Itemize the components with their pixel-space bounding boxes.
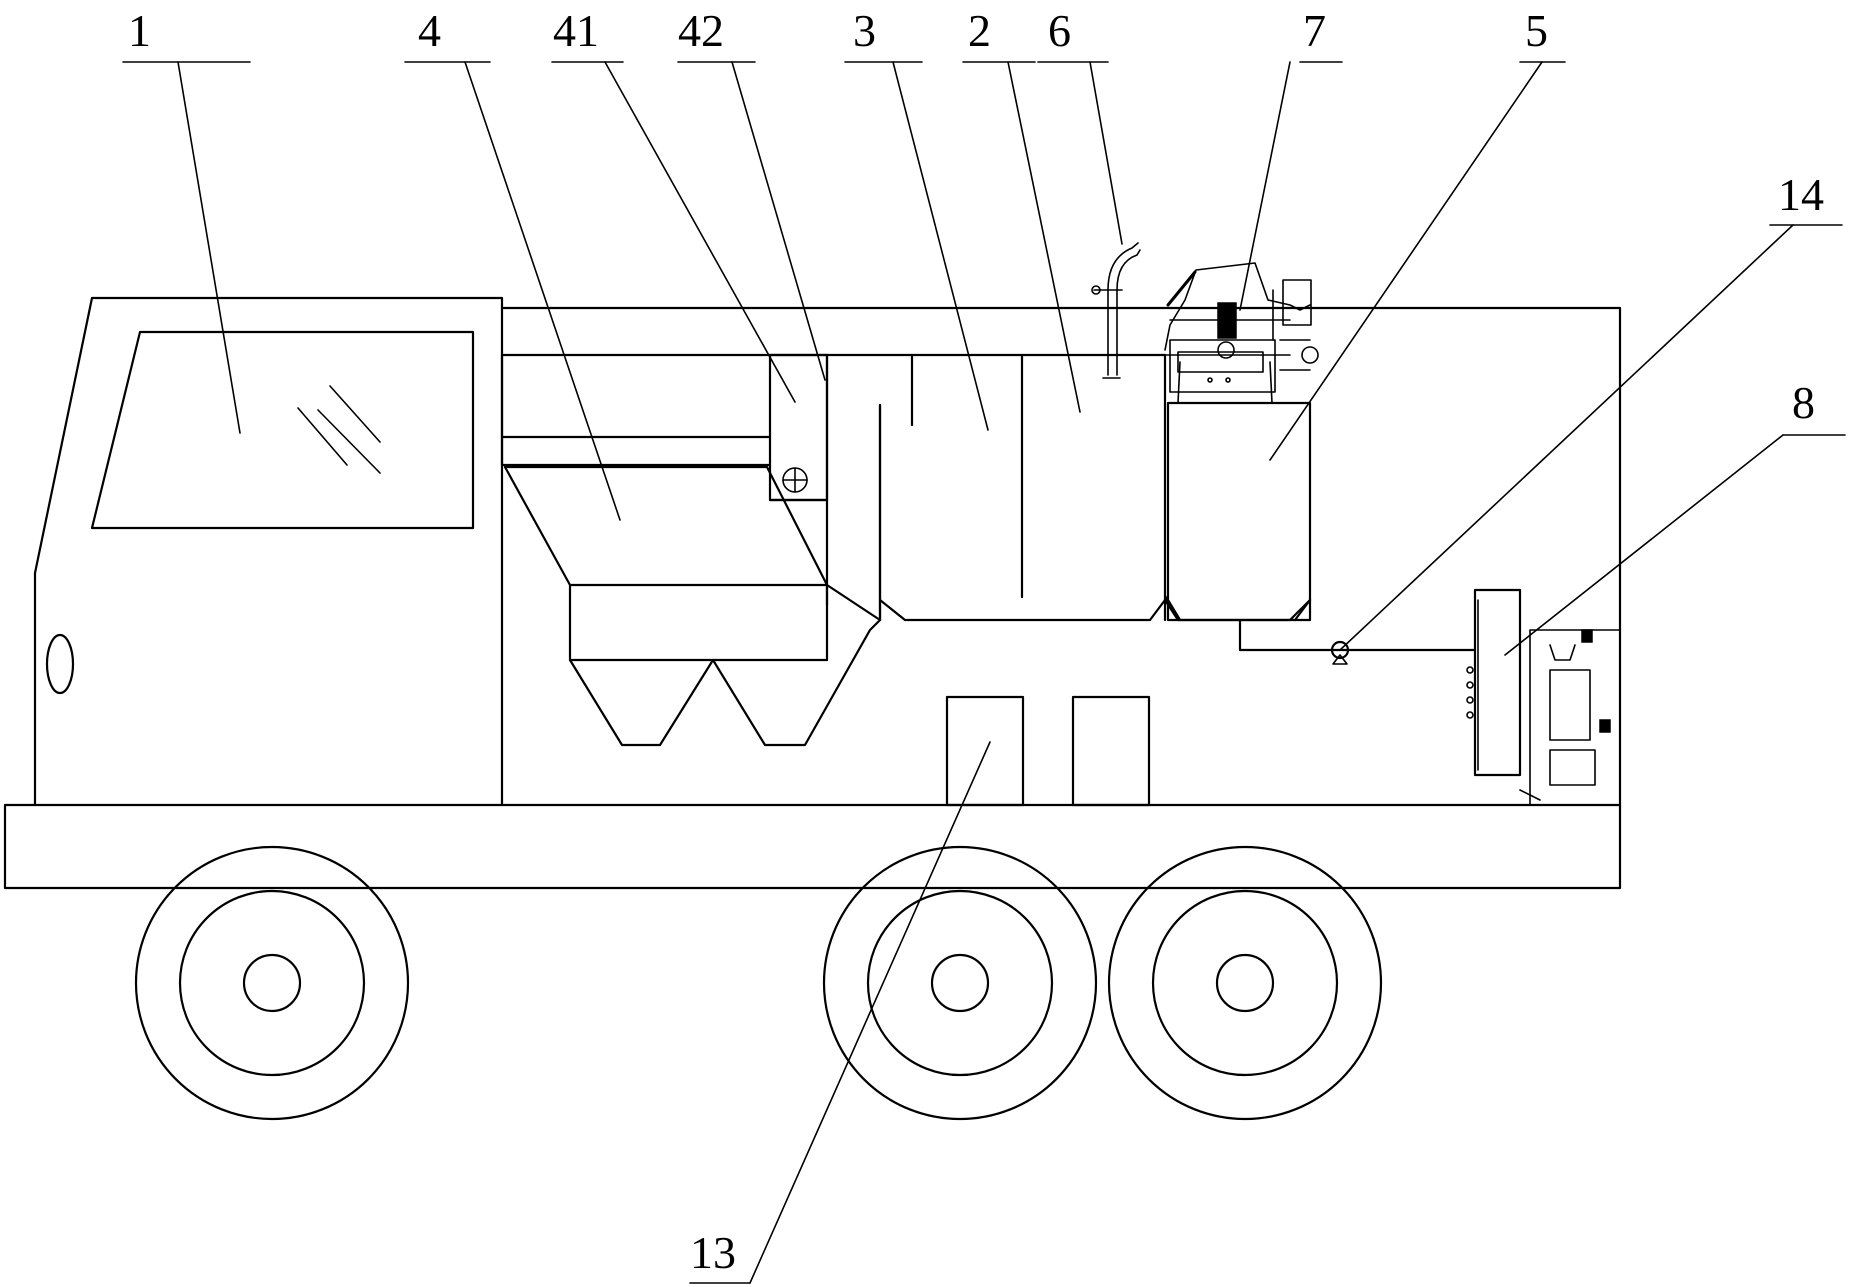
- boxes-13: [945, 695, 1151, 807]
- callout-labels: 1 4 41 42 3 2 6 7 5 14 8 13: [128, 5, 1824, 1278]
- window-glare-lines: [297, 385, 381, 474]
- wheel-icon: [242, 953, 302, 1013]
- cabinet-8: [1466, 588, 1621, 806]
- label-4: 4: [418, 5, 441, 56]
- label-1: 1: [128, 5, 151, 56]
- leader-lines: [122, 61, 1846, 1284]
- label-3: 3: [853, 5, 876, 56]
- wheel-rear-2: [1107, 845, 1383, 1121]
- cab-window: [90, 330, 475, 530]
- machine-7: [1159, 262, 1319, 404]
- hopper-4: [503, 465, 882, 747]
- label-2: 2: [968, 5, 991, 56]
- pump-icon: [1330, 640, 1350, 665]
- label-6: 6: [1048, 5, 1071, 56]
- label-7: 7: [1303, 5, 1326, 56]
- label-13: 13: [690, 1227, 736, 1278]
- label-8: 8: [1792, 377, 1815, 428]
- wheel-front: [134, 845, 410, 1121]
- nozzle-icon: [1091, 242, 1141, 379]
- label-42: 42: [678, 5, 724, 56]
- label-5: 5: [1525, 5, 1548, 56]
- tanks-3-2-5: [878, 353, 1312, 622]
- label-41: 41: [553, 5, 599, 56]
- truck-cab: [33, 296, 504, 807]
- upper-conduit: [500, 353, 1167, 467]
- valve-icon: [782, 467, 808, 493]
- pump-line-14: [1238, 618, 1477, 665]
- wheel-rear-1: [822, 845, 1098, 1121]
- chassis-frame: [3, 803, 1622, 890]
- cab-door-handle: [45, 633, 75, 695]
- label-14: 14: [1778, 169, 1824, 220]
- cargo-body: [3, 306, 1622, 890]
